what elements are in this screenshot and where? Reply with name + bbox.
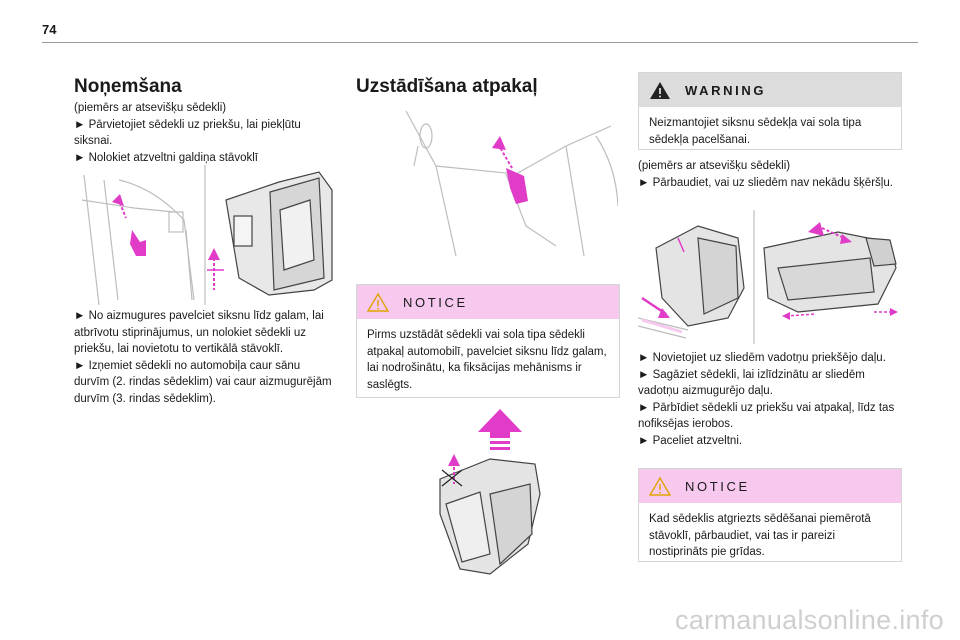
- paragraph: ► Sagāziet sēdekli, lai izlīdzinātu ar s…: [638, 368, 865, 398]
- removal-intro: (piemērs ar atsevišķu sēdekli) ► Pārviet…: [74, 100, 336, 166]
- reinstall-steps: ► Novietojiet uz sliedēm vadotņu priekšē…: [638, 350, 900, 449]
- paragraph: ► Pārbīdiet sēdekli uz priekšu vai atpak…: [638, 401, 895, 431]
- notice-box: NOTICE Pirms uzstādāt sēdekli vai sola t…: [356, 284, 620, 398]
- notice-text: Pirms uzstādāt sēdekli vai sola tipa sēd…: [367, 329, 607, 391]
- notice-header: NOTICE: [357, 285, 619, 319]
- section-title-removal: Noņemšana: [74, 76, 182, 97]
- page-number: 74: [42, 22, 57, 37]
- warning-header: WARNING: [639, 73, 901, 107]
- seat-lift-figure: [439, 409, 541, 575]
- paragraph: ► Pārbaudiet, vai uz sliedēm nav nekādu …: [638, 176, 893, 189]
- paragraph: (piemērs ar atsevišķu sēdekli): [638, 160, 791, 172]
- notice-header: NOTICE: [639, 469, 901, 503]
- section-title-reinstall: Uzstādīšana atpakaļ: [356, 76, 538, 97]
- paragraph: ► Izņemiet sēdekli no automobiļa caur sā…: [74, 359, 332, 405]
- notice-title: NOTICE: [685, 478, 750, 494]
- paragraph: ► Novietojiet uz sliedēm vadotņu priekšē…: [638, 352, 886, 364]
- seat-strap-figure: [81, 165, 333, 305]
- warning-text: Neizmantojiet siksnu sēdekļa vai sola ti…: [649, 117, 862, 146]
- paragraph: ► Nolokiet atzveltni galdiņa stāvoklī: [74, 151, 258, 164]
- paragraph: ► Paceliet atzveltni.: [638, 434, 743, 447]
- header-rule: [42, 42, 918, 43]
- paragraph: ► No aizmugures pavelciet siksnu līdz ga…: [74, 310, 324, 355]
- reinstall-strap-figure: [405, 110, 618, 257]
- notice-triangle-icon: [367, 292, 389, 312]
- warning-title: WARNING: [685, 82, 767, 98]
- notice-box: NOTICE Kad sēdeklis atgriezts sēdēšanai …: [638, 468, 902, 562]
- warning-triangle-icon: [650, 82, 670, 99]
- warning-box: WARNING Neizmantojiet siksnu sēdekļa vai…: [638, 72, 902, 150]
- reinstall-intro: (piemērs ar atsevišķu sēdekli) ► Pārbaud…: [638, 158, 900, 191]
- notice-title: NOTICE: [403, 294, 468, 310]
- notice-text: Kad sēdeklis atgriezts sēdēšanai piemēro…: [649, 513, 871, 558]
- watermark: carmanualsonline.info: [675, 605, 944, 635]
- removal-steps: ► No aizmugures pavelciet siksnu līdz ga…: [74, 308, 336, 407]
- paragraph: ► Pārvietojiet sēdekli uz priekšu, lai p…: [74, 118, 301, 148]
- paragraph: (piemērs ar atsevišķu sēdekli): [74, 102, 227, 114]
- notice-triangle-icon: [649, 476, 671, 496]
- seat-rail-figure: [638, 210, 898, 344]
